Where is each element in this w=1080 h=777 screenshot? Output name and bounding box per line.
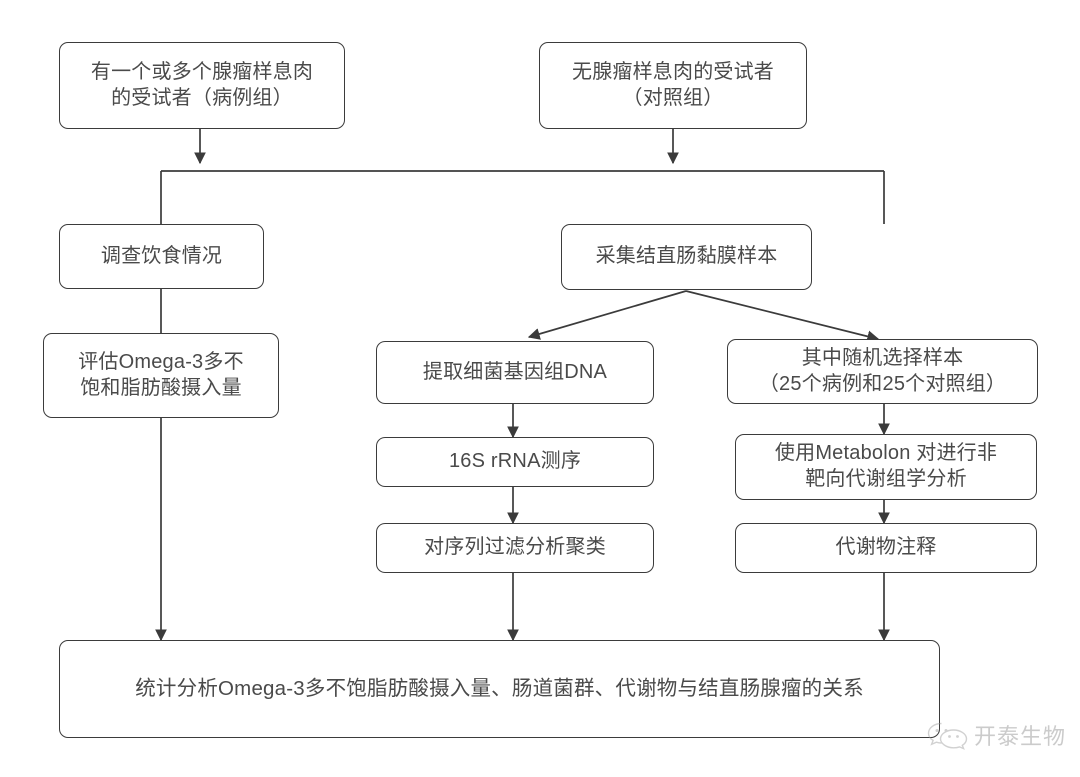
node-omega3-intake-label: 评估Omega-3多不 饱和脂肪酸摄入量 (78, 350, 244, 399)
node-omega3-intake[interactable]: 评估Omega-3多不 饱和脂肪酸摄入量 (43, 333, 279, 418)
edge-collect-to-extract (527, 290, 687, 340)
node-control-group-label: 无腺瘤样息肉的受试者 （对照组） (572, 60, 774, 109)
node-metabolon-analysis[interactable]: 使用Metabolon 对进行非 靶向代谢组学分析 (735, 434, 1037, 500)
node-metabolite-annotation-label: 代谢物注释 (835, 536, 937, 559)
watermark-text: 开泰生物 (973, 724, 1066, 749)
node-extract-dna[interactable]: 提取细菌基因组DNA (376, 341, 654, 404)
node-case-group[interactable]: 有一个或多个腺瘤样息肉 的受试者（病例组） (59, 42, 345, 129)
node-filter-cluster[interactable]: 对序列过滤分析聚类 (376, 523, 654, 573)
node-control-group[interactable]: 无腺瘤样息肉的受试者 （对照组） (539, 42, 807, 129)
node-final-statistics[interactable]: 统计分析Omega-3多不饱脂肪酸摄入量、肠道菌群、代谢物与结直肠腺瘤的关系 (59, 640, 940, 738)
node-random-select[interactable]: 其中随机选择样本 （25个病例和25个对照组） (727, 339, 1038, 404)
node-random-select-label: 其中随机选择样本 （25个病例和25个对照组） (758, 346, 1007, 395)
node-metabolon-analysis-label: 使用Metabolon 对进行非 靶向代谢组学分析 (774, 442, 998, 490)
node-16s-sequencing[interactable]: 16S rRNA测序 (376, 437, 654, 487)
wechat-icon (927, 722, 968, 750)
node-case-group-label: 有一个或多个腺瘤样息肉 的受试者（病例组） (90, 60, 314, 109)
node-final-statistics-label: 统计分析Omega-3多不饱脂肪酸摄入量、肠道菌群、代谢物与结直肠腺瘤的关系 (135, 676, 864, 700)
node-diet-survey-label: 调查饮食情况 (100, 244, 223, 267)
node-metabolite-annotation[interactable]: 代谢物注释 (735, 523, 1037, 573)
node-collect-mucosa[interactable]: 采集结直肠黏膜样本 (561, 224, 812, 290)
node-diet-survey[interactable]: 调查饮食情况 (59, 224, 264, 289)
edge-collect-to-random (685, 290, 880, 343)
node-collect-mucosa-label: 采集结直肠黏膜样本 (595, 245, 778, 268)
node-filter-cluster-label: 对序列过滤分析聚类 (424, 536, 606, 559)
watermark: 开泰生物 (927, 719, 1066, 751)
node-extract-dna-label: 提取细菌基因组DNA (422, 360, 608, 383)
node-16s-sequencing-label: 16S rRNA测序 (448, 450, 582, 473)
